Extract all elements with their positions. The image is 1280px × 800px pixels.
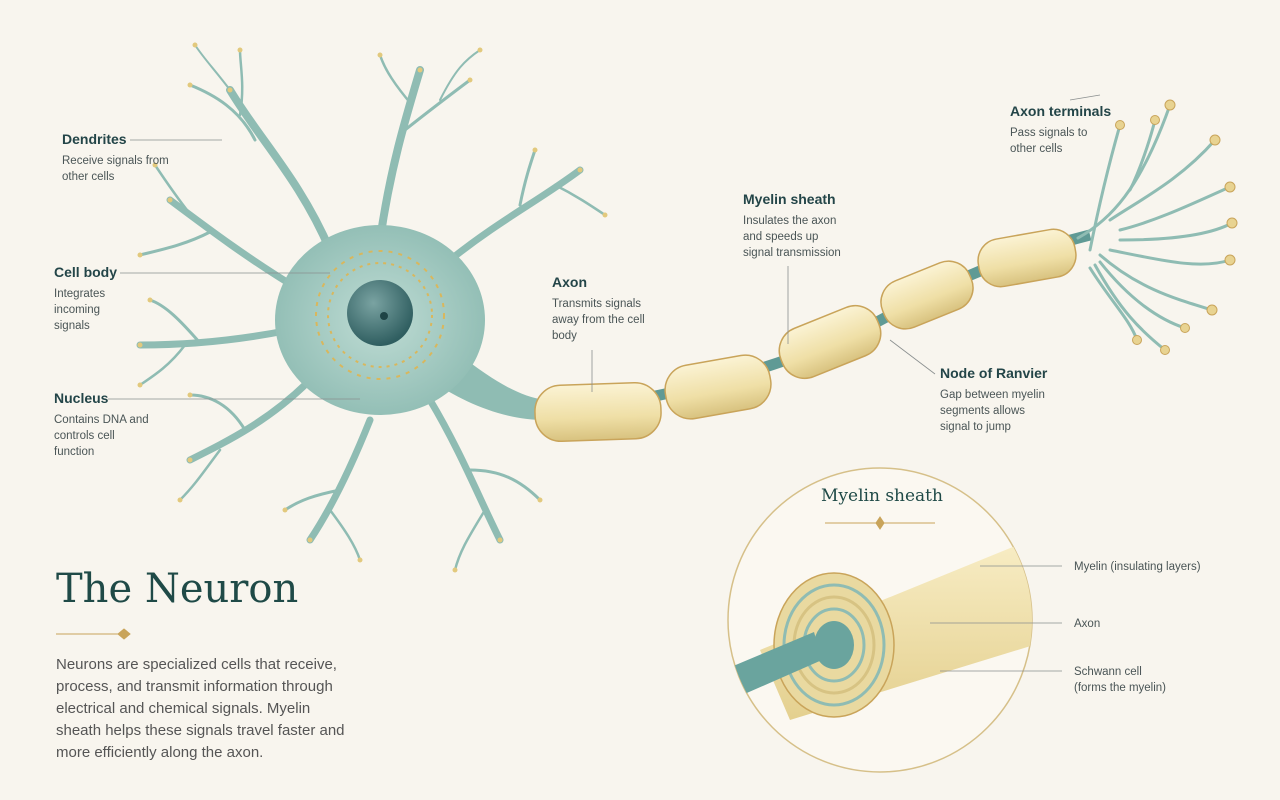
myelin-sheath-label: Myelin sheath Insulates the axon and spe… <box>743 191 848 261</box>
axon-desc: Transmits signals away from the cell bod… <box>552 298 645 342</box>
dendrites <box>136 44 607 572</box>
node-of-ranvier-desc: Gap between myelin segments allows signa… <box>940 389 1045 433</box>
myelin-sheath-desc: Insulates the axon and speeds up signal … <box>743 215 841 259</box>
inset-axon-label: Axon <box>1074 618 1101 630</box>
axon-terminals-title: Axon terminals <box>1010 103 1112 119</box>
cell-body-label: Cell body Integrates incoming signals <box>54 264 129 334</box>
myelin-segments <box>534 228 1077 443</box>
axon-title: Axon <box>552 274 587 290</box>
inset-crosssection <box>728 540 1032 720</box>
inset-myelin-label: Myelin (insulating layers) <box>1074 561 1201 573</box>
axon-label: Axon Transmits signals away from the cel… <box>552 274 647 344</box>
nucleus-label: Nucleus Contains DNA and controls cell f… <box>54 390 154 460</box>
intro-paragraph: Neurons are specialized cells that recei… <box>56 656 345 761</box>
inset-title: Myelin sheath <box>821 486 943 506</box>
page-title: The Neuron <box>56 566 299 612</box>
inset-leader-lines <box>930 565 1062 672</box>
axon-terminal-branches <box>1076 103 1234 352</box>
title-divider-ornament <box>56 628 131 640</box>
myelin-sheath-title: Myelin sheath <box>743 191 836 207</box>
nucleus-desc: Contains DNA and controls cell function <box>54 414 149 458</box>
nucleolus <box>380 312 388 320</box>
node-of-ranvier-label: Node of Ranvier Gap between myelin segme… <box>940 365 1055 435</box>
node-of-ranvier-title: Node of Ranvier <box>940 365 1048 381</box>
nucleus-title: Nucleus <box>54 390 109 406</box>
dendrite-tips <box>137 42 608 573</box>
cell-body-desc: Integrates incoming signals <box>54 288 106 332</box>
nucleus <box>347 280 413 346</box>
inset-schwann-label: Schwann cell (forms the myelin) <box>1074 666 1167 694</box>
rough-er-inner <box>327 262 433 368</box>
leader-lines <box>108 94 1101 400</box>
axon-terminals-label: Axon terminals Pass signals to other cel… <box>1010 103 1111 157</box>
cell-body-title: Cell body <box>54 264 118 280</box>
rough-er <box>315 250 445 380</box>
dendrites-title: Dendrites <box>62 131 127 147</box>
axon-terminals-desc: Pass signals to other cells <box>1010 127 1088 155</box>
dendrites-label: Dendrites Receive signals from other cel… <box>62 131 172 185</box>
inset-divider-ornament <box>825 516 935 530</box>
dendrites-desc: Receive signals from other cells <box>62 155 169 183</box>
axon-terminal-bulbs <box>1115 99 1238 355</box>
